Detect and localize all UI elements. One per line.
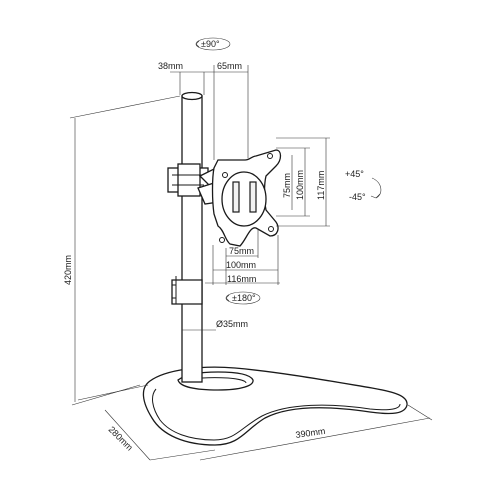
swivel-180-label: ±180° (232, 293, 256, 303)
horizontal-100-label: 100mm (226, 260, 256, 270)
vertical-75-label: 75mm (282, 173, 292, 198)
pole (181, 91, 203, 383)
tilt-down-label: -45° (349, 192, 366, 202)
pole-diameter-label: Ø35mm (216, 319, 248, 329)
width-65-label: 65mm (217, 61, 242, 71)
tilt-up-label: +45° (345, 169, 364, 179)
horizontal-75-label: 75mm (229, 246, 254, 256)
dimension-lines (69, 65, 433, 461)
rotation-arrow-icon (195, 37, 231, 51)
width-390-label: 390mm (295, 426, 326, 440)
horizontal-116-label: 116mm (227, 274, 256, 284)
rotation-90-label: ±90° (201, 39, 220, 49)
rotation-arrow-icon (225, 291, 261, 305)
vesa-plate (211, 149, 282, 247)
cable-clip (171, 276, 203, 305)
height-420-label: 420mm (63, 255, 73, 285)
vertical-100-label: 100mm (295, 170, 305, 200)
vertical-117-label: 117mm (316, 171, 326, 200)
width-38-label: 38mm (158, 61, 183, 71)
rotation-arrow-icon (370, 177, 382, 199)
